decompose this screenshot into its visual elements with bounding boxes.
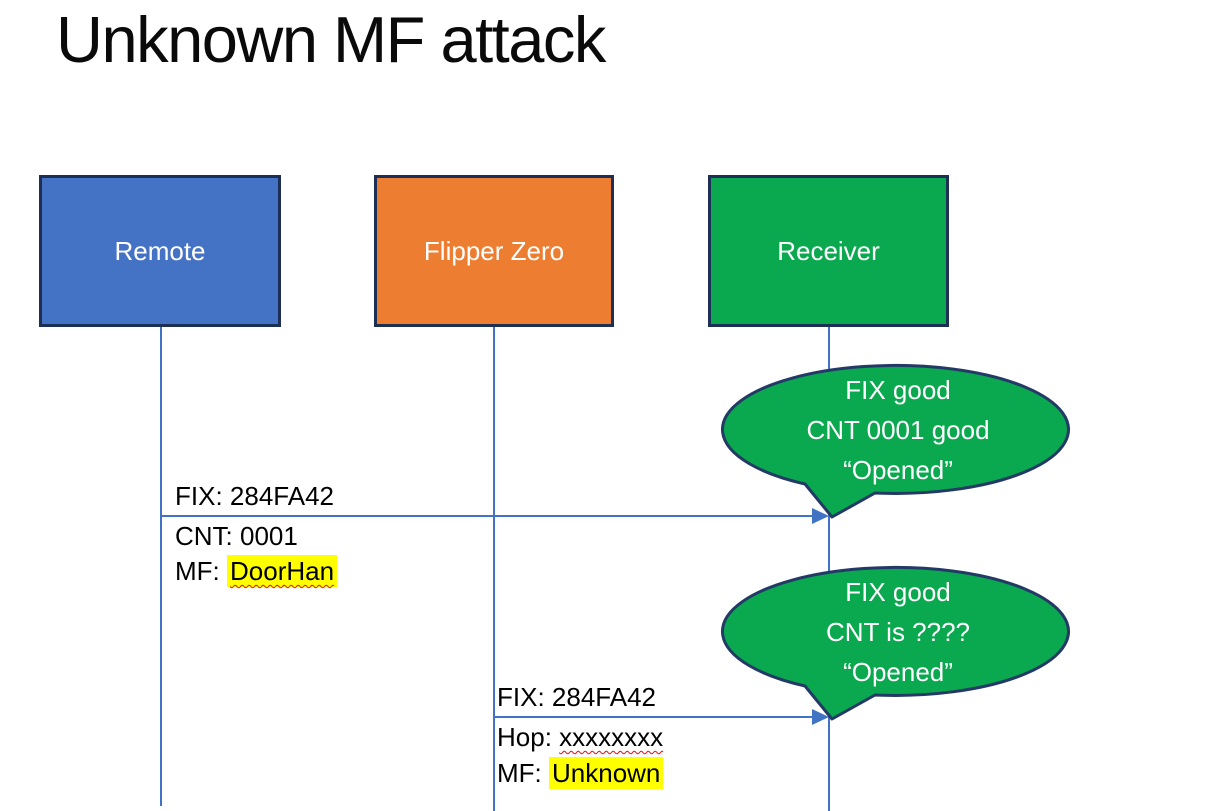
message2-mf-prefix: MF: [497, 758, 549, 788]
message2-fix-label: FIX: 284FA42 [497, 682, 656, 712]
callout1-text: FIX good CNT 0001 good “Opened” [725, 370, 1071, 490]
message1-cnt-text: CNT: 0001 [175, 521, 298, 551]
actor-label-flipper-zero: Flipper Zero [423, 235, 565, 266]
message2-mf-label: MF: Unknown [497, 757, 664, 789]
callout2-bubble [720, 565, 1070, 721]
message2-hop-prefix: Hop: [497, 722, 560, 752]
page-title: Unknown MF attack [56, 3, 606, 76]
callout2-line2: CNT is ???? [825, 617, 971, 647]
actor-box-remote: Remote [39, 175, 281, 327]
actor-box-flipper-zero: Flipper Zero [374, 175, 614, 327]
callout1-bubble [720, 363, 1070, 519]
callout1-line3: “Opened” [843, 455, 953, 485]
message1-cnt-label: CNT: 0001 [175, 521, 298, 551]
actor-label-receiver: Receiver [777, 235, 880, 266]
message1-mf-label: MF: DoorHan [175, 555, 338, 587]
message2-arrowhead-icon [812, 709, 829, 725]
message1-mf-value-highlighted: DoorHan [227, 555, 338, 587]
message2-hop-value-underlined: xxxxxxxx [559, 722, 664, 752]
callout2-text: FIX good CNT is ???? “Opened” [725, 572, 1071, 692]
message1-mf-prefix: MF: [175, 556, 227, 586]
callout1-line1: FIX good [845, 375, 951, 405]
message1-arrowhead-icon [812, 508, 829, 524]
message2-hop-label: Hop: xxxxxxxx [497, 722, 663, 752]
callout2-line3: “Opened” [843, 657, 953, 687]
callout2-line1: FIX good [845, 577, 951, 607]
callout1-line2: CNT 0001 good [806, 415, 990, 445]
message2-fix-text: FIX: 284FA42 [497, 682, 656, 712]
message2-mf-value-highlighted: Unknown [549, 757, 664, 789]
actor-box-receiver: Receiver [708, 175, 949, 327]
message1-fix-text: FIX: 284FA42 [175, 481, 334, 511]
message1-fix-label: FIX: 284FA42 [175, 481, 334, 511]
actor-label-remote: Remote [114, 235, 206, 266]
